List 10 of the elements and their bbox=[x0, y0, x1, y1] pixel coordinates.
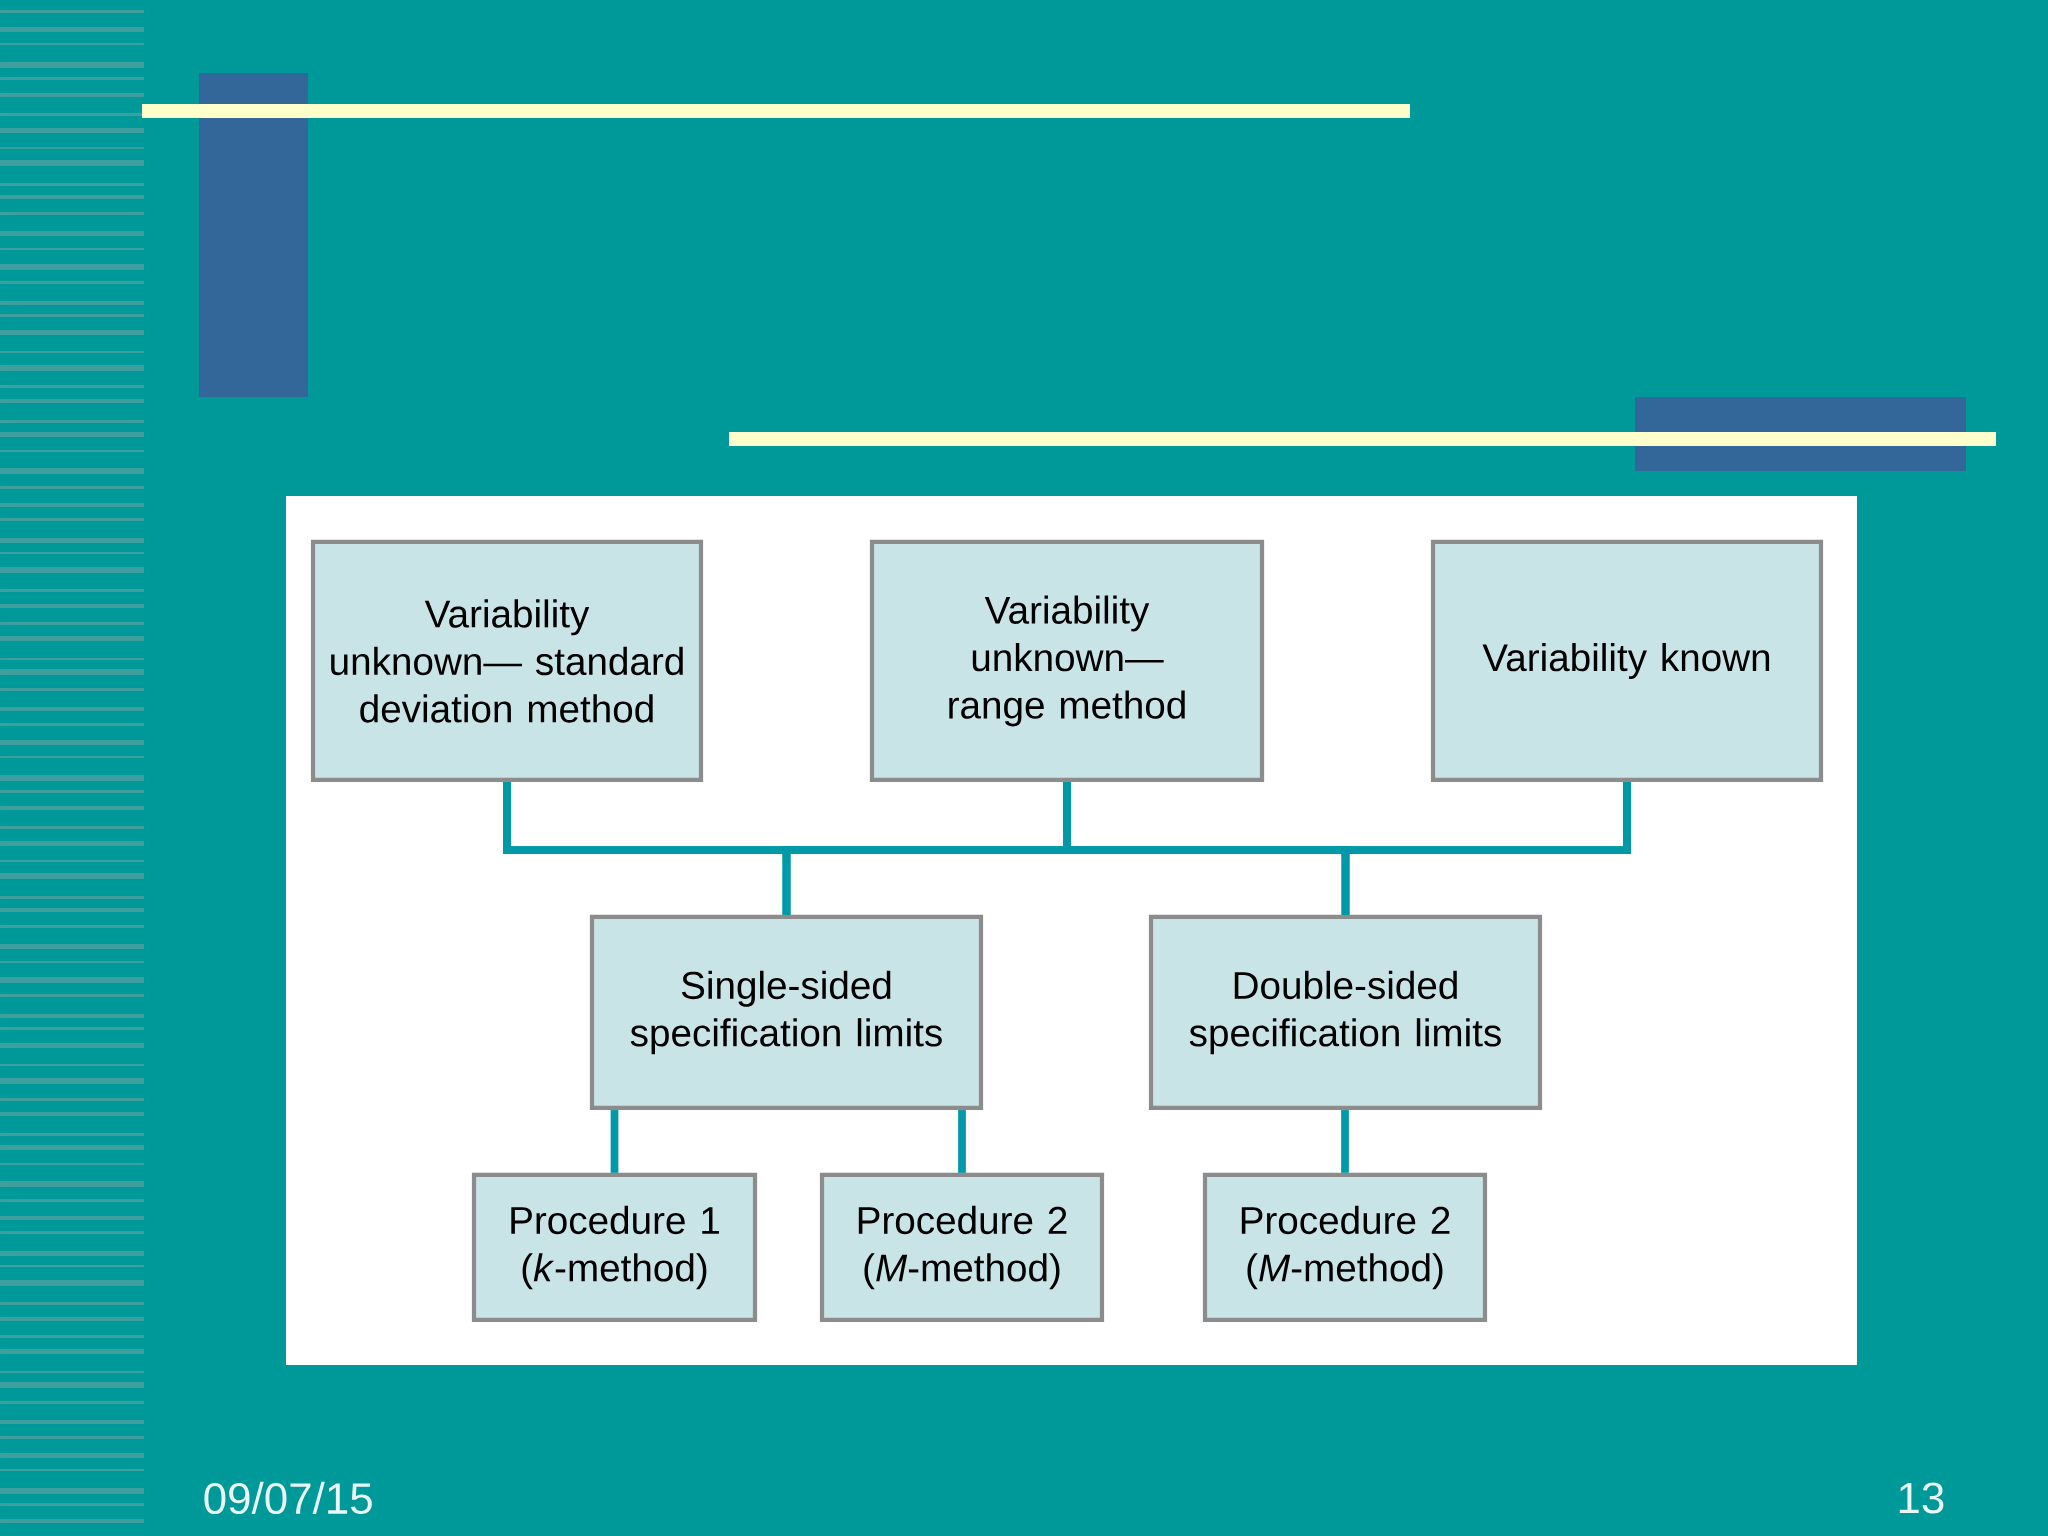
page-number: 13 bbox=[1899, 1482, 1944, 1514]
process-box: Variability known bbox=[1430, 539, 1824, 783]
process-box: Double-sided specification limits bbox=[1148, 914, 1543, 1111]
process-box: Procedure 1 (k-method) bbox=[471, 1172, 758, 1323]
process-box: Single-sided specification limits bbox=[589, 914, 984, 1111]
process-box: Variability unknown— range method bbox=[869, 539, 1265, 783]
process-box: Procedure 2 (M-method) bbox=[1202, 1172, 1488, 1323]
process-box: Variability unknown— standard deviation method bbox=[310, 539, 704, 783]
process-box: Procedure 2 (M-method) bbox=[819, 1172, 1105, 1323]
date-label: 09/07/15 bbox=[204, 1481, 372, 1515]
